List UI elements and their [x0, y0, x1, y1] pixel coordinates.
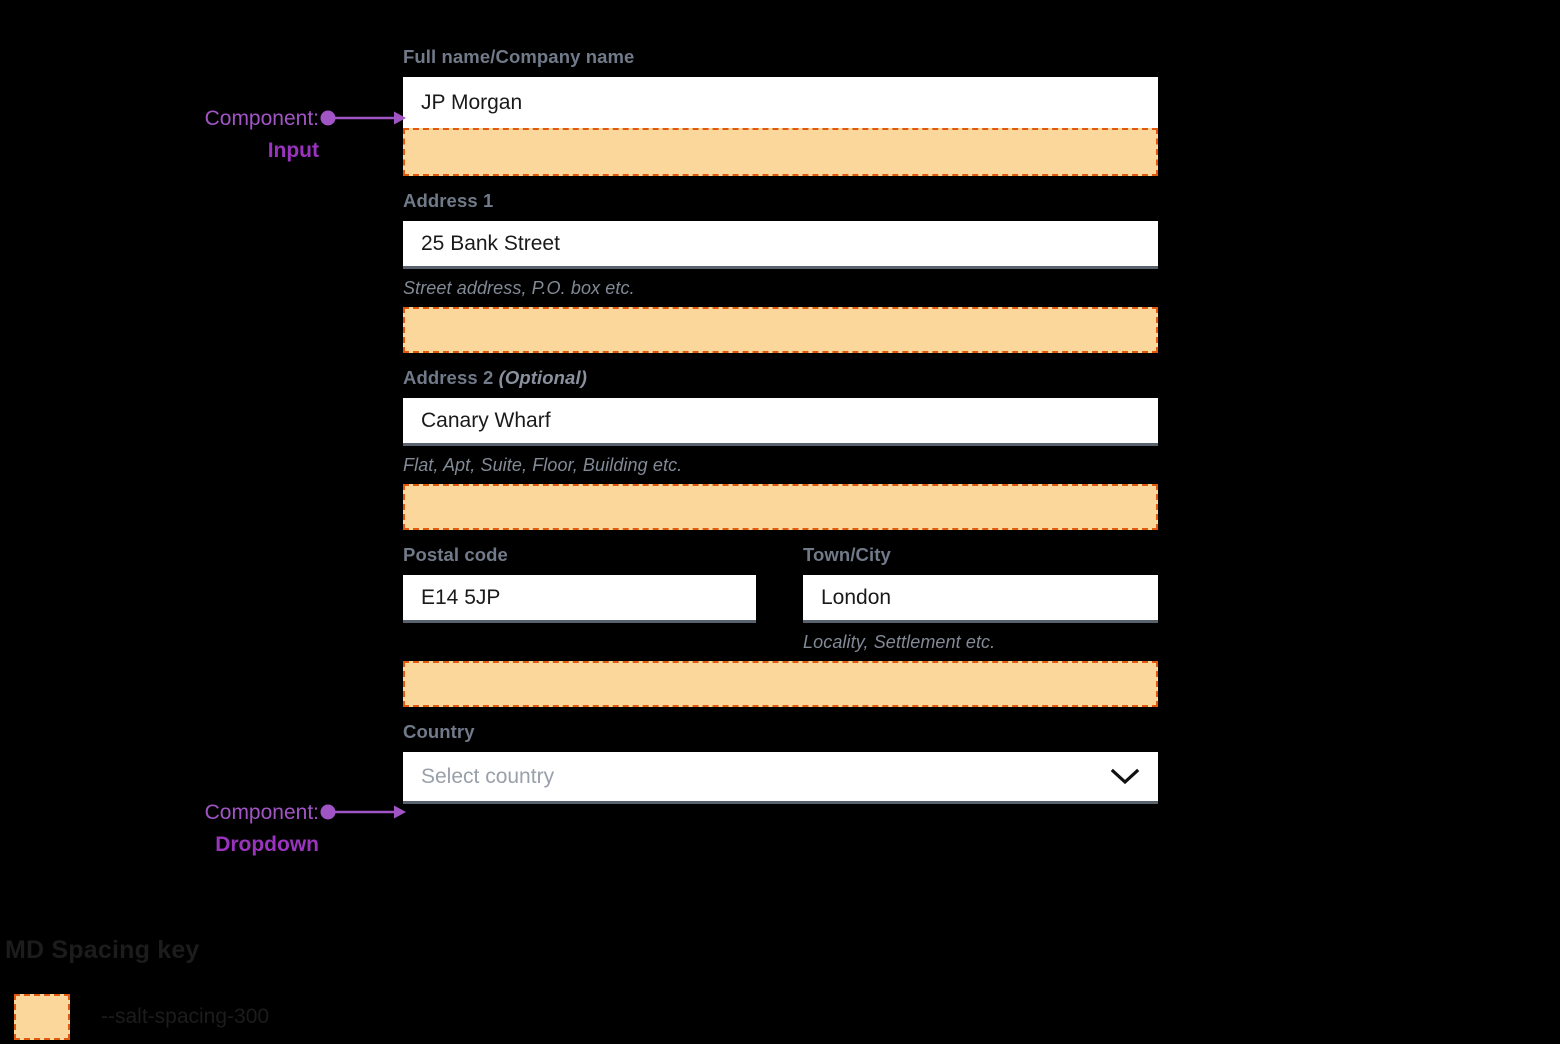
legend-swatch-spacing-300: [14, 994, 70, 1040]
label-address-1: Address 1: [403, 188, 1158, 214]
chevron-down-icon[interactable]: [1110, 768, 1140, 786]
postal-town-helper-row: Locality, Settlement etc.: [403, 623, 1158, 661]
spacing-block-300: [403, 128, 1158, 176]
annotation-input-title: Component:: [204, 107, 319, 130]
legend-item: --salt-spacing-300: [5, 994, 269, 1040]
annotation-dropdown-title: Component:: [204, 801, 319, 824]
label-town-city: Town/City: [803, 544, 891, 565]
input-address-1-value: 25 Bank Street: [421, 232, 560, 255]
legend-title: MD Spacing key: [5, 936, 200, 964]
annotation-dropdown: Component: Dropdown: [175, 797, 319, 861]
label-address-2-text: Address 2: [403, 367, 494, 388]
label-address-1-text: Address 1: [403, 190, 494, 211]
annotation-input-text: Component: Input: [175, 103, 319, 167]
spacing-block-300: [403, 661, 1158, 707]
annotation-input-name: Input: [267, 139, 319, 162]
input-address-1[interactable]: 25 Bank Street: [403, 221, 1158, 269]
label-full-name: Full name/Company name: [403, 44, 1158, 70]
input-postal-code-value: E14 5JP: [421, 586, 501, 609]
helper-postal-code-empty: [403, 623, 756, 661]
dropdown-country-placeholder: Select country: [421, 765, 555, 788]
input-town-city[interactable]: London: [803, 575, 1158, 623]
dropdown-country[interactable]: Select country: [403, 752, 1158, 804]
field-group-full-name: Full name/Company name JP Morgan: [403, 44, 1158, 176]
annotation-dropdown-connector: [320, 804, 406, 820]
postal-town-inputs-row: E14 5JP London: [403, 575, 1158, 623]
input-postal-code[interactable]: E14 5JP: [403, 575, 756, 623]
annotation-dropdown-text: Component: Dropdown: [175, 797, 319, 861]
annotation-input-connector: [320, 110, 406, 126]
legend-label-spacing-300: --salt-spacing-300: [101, 1005, 270, 1028]
input-address-2[interactable]: Canary Wharf: [403, 398, 1158, 446]
field-group-address-1: Address 1 25 Bank Street Street address,…: [403, 188, 1158, 353]
annotation-dropdown-name: Dropdown: [215, 833, 319, 856]
spacing-key-legend: MD Spacing key --salt-spacing-300: [5, 933, 269, 1040]
field-group-address-2: Address 2 (Optional) Canary Wharf Flat, …: [403, 365, 1158, 530]
input-town-city-value: London: [821, 586, 892, 609]
annotation-input: Component: Input: [175, 103, 319, 167]
label-country: Country: [403, 721, 475, 742]
field-group-country: Country Select country: [403, 719, 1158, 804]
label-postal-code: Postal code: [403, 544, 508, 565]
input-address-2-value: Canary Wharf: [421, 409, 551, 432]
input-full-name-value: JP Morgan: [421, 91, 523, 114]
address-form: Full name/Company name JP Morgan Address…: [403, 44, 1158, 804]
field-group-postal-town: Postal code Town/City E14 5JP London Loc…: [403, 542, 1158, 707]
label-address-2-optional: (Optional): [498, 367, 587, 388]
helper-address-2: Flat, Apt, Suite, Floor, Building etc.: [403, 455, 683, 475]
spacing-block-300: [403, 484, 1158, 530]
label-address-2: Address 2 (Optional): [403, 365, 1158, 391]
label-full-name-text: Full name/Company name: [403, 46, 635, 67]
spacing-block-300: [403, 307, 1158, 353]
postal-town-labels-row: Postal code Town/City: [403, 542, 1158, 575]
input-full-name[interactable]: JP Morgan: [403, 77, 1158, 128]
helper-address-1: Street address, P.O. box etc.: [403, 278, 635, 298]
helper-town-city: Locality, Settlement etc.: [803, 632, 996, 652]
